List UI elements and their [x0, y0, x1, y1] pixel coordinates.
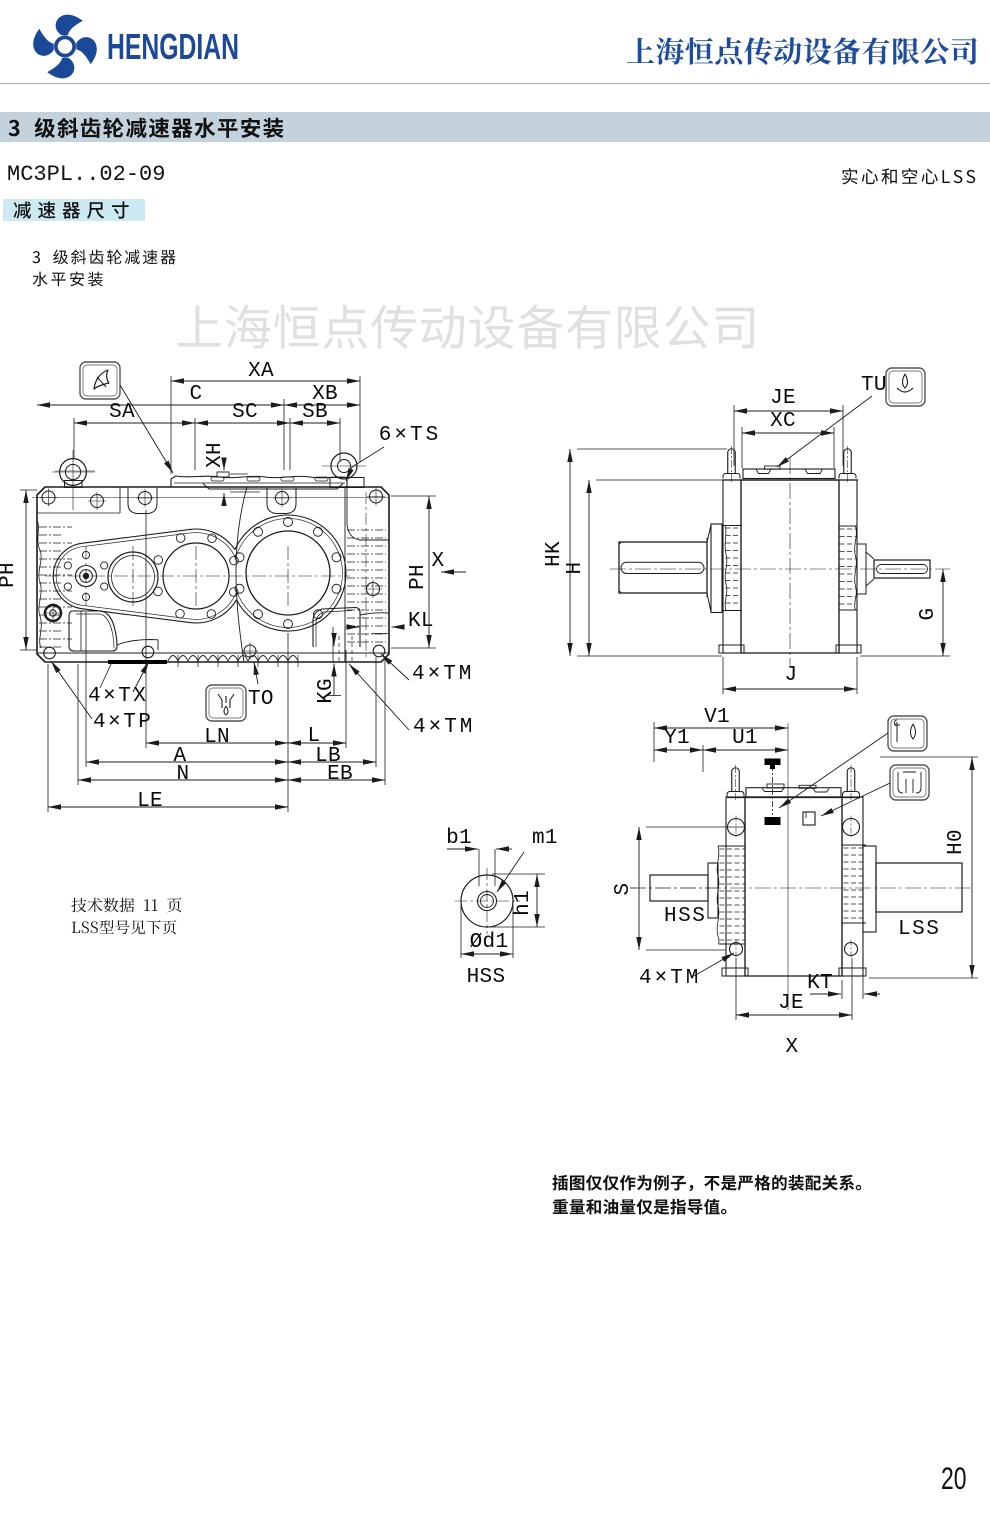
svg-text:b1: b1	[446, 827, 472, 850]
svg-text:EB: EB	[327, 763, 353, 786]
svg-text:KG: KG	[315, 678, 338, 703]
svg-text:4×TX: 4×TX	[88, 685, 148, 708]
svg-text:HSS: HSS	[664, 905, 706, 928]
svg-text:L: L	[308, 725, 321, 748]
svg-text:S: S	[612, 883, 635, 896]
svg-text:HENGDIAN: HENGDIAN	[107, 26, 239, 67]
svg-text:XC: XC	[770, 410, 796, 433]
svg-text:XA: XA	[248, 360, 274, 383]
svg-text:h1: h1	[512, 890, 535, 916]
svg-text:LB: LB	[315, 745, 341, 768]
svg-text:LE: LE	[137, 790, 163, 813]
svg-text:KT: KT	[807, 972, 833, 995]
svg-text:U1: U1	[732, 727, 758, 750]
svg-text:PH: PH	[407, 564, 430, 590]
svg-text:LN: LN	[204, 726, 230, 749]
svg-text:X: X	[786, 1036, 799, 1059]
svg-text:SB: SB	[302, 401, 328, 424]
svg-text:XH: XH	[204, 442, 227, 468]
svg-text:TU: TU	[861, 374, 887, 397]
svg-text:H: H	[564, 562, 587, 575]
svg-text:4×TM: 4×TM	[413, 716, 475, 739]
svg-text:X: X	[432, 550, 445, 573]
svg-text:JE: JE	[770, 387, 796, 410]
svg-text:G: G	[917, 608, 940, 621]
svg-text:C: C	[190, 383, 203, 406]
svg-text:4×TM: 4×TM	[639, 967, 701, 990]
svg-text:m1: m1	[532, 827, 558, 850]
svg-text:JE: JE	[778, 992, 804, 1015]
svg-text:Y1: Y1	[664, 727, 690, 750]
svg-text:4×TP: 4×TP	[93, 711, 153, 734]
svg-text:N: N	[177, 763, 190, 786]
svg-text:PH: PH	[0, 562, 20, 588]
svg-text:20: 20	[941, 1460, 967, 1496]
svg-text:A: A	[174, 745, 187, 768]
svg-text:XB: XB	[312, 383, 338, 406]
svg-text:V1: V1	[704, 706, 730, 729]
svg-text:6×TS: 6×TS	[379, 424, 441, 447]
svg-text:HK: HK	[543, 541, 566, 567]
svg-text:Ød1: Ød1	[470, 931, 509, 954]
svg-text:H0: H0	[945, 829, 968, 855]
svg-text:TO: TO	[248, 688, 274, 711]
svg-text:SA: SA	[109, 401, 135, 424]
svg-text:LSS: LSS	[898, 918, 940, 941]
svg-text:J: J	[785, 664, 798, 687]
svg-text:HSS: HSS	[467, 966, 506, 989]
svg-text:KL: KL	[408, 610, 434, 633]
svg-text:4×TM: 4×TM	[412, 663, 474, 686]
svg-text:SC: SC	[232, 401, 258, 424]
